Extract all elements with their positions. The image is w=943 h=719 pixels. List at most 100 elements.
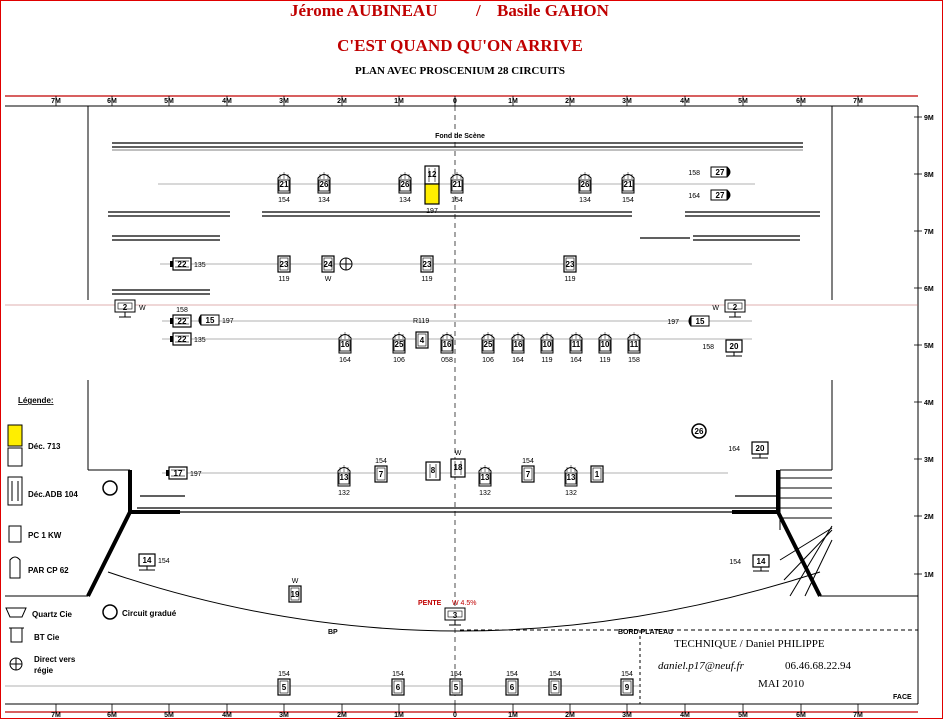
legend: Légende: Déc. 713 Déc.ADB 104 PC 1 KW PA…: [5, 257, 353, 675]
fixture-circuit-marker: 26: [691, 423, 707, 439]
fixture-luminaire: 20 164: [728, 441, 769, 459]
circuit-number: 7: [526, 470, 531, 479]
gel-label: 197: [426, 208, 438, 215]
circuit-number: 22: [178, 335, 187, 344]
circuit-number: 7: [379, 470, 384, 479]
ruler-bottom-label: 1M: [508, 712, 518, 719]
fixture-luminaire: 1: [590, 465, 604, 483]
gel-label: 158: [688, 170, 700, 177]
circuit-gradue-marker: [102, 480, 118, 496]
fixture-luminaire: 22 135: [170, 332, 206, 346]
fixture-luminaire: 7 154: [374, 458, 388, 483]
legend-par-label: PAR CP 62: [28, 566, 69, 575]
r119-label: R119: [413, 318, 429, 325]
circuit-number: 6: [510, 683, 515, 692]
fixture-luminaire: 26 134: [317, 172, 331, 204]
gel-label: W: [455, 450, 462, 457]
circuit-number: 15: [696, 317, 705, 326]
circuit-number: 5: [553, 683, 558, 692]
authors-separator: /: [476, 1, 481, 20]
gel-label: 132: [565, 490, 577, 497]
fixture-luminaire: 197: [424, 183, 440, 215]
gel-label: 135: [194, 337, 206, 344]
circuit-number: 2: [123, 303, 128, 312]
gel-label: 164: [512, 357, 524, 364]
bp-label: BP: [328, 629, 338, 636]
legend-dec713-label: Déc. 713: [28, 442, 61, 451]
circuit-number: 20: [756, 444, 765, 453]
circuit-number: 5: [282, 683, 287, 692]
ruler-top-label: 7M: [853, 98, 863, 105]
gel-label: 158: [628, 357, 640, 364]
gel-label: 164: [728, 446, 740, 453]
gel-label: 106: [482, 357, 494, 364]
fixture-luminaire: 8: [425, 461, 441, 481]
fixture-luminaire: 18 W: [450, 450, 466, 478]
legend-bt-icon: [10, 627, 23, 643]
gel-label: 154: [622, 197, 634, 204]
gel-label: 154: [375, 458, 387, 465]
fixture-luminaire: 24W: [321, 255, 335, 283]
circuit-number: 16: [514, 340, 523, 349]
legend-direct-label-1: Direct vers: [34, 655, 76, 664]
circuit-number: 5: [454, 683, 459, 692]
legend-adb-label: Déc.ADB 104: [28, 490, 78, 499]
ruler-top-label: 2M: [337, 98, 347, 105]
gel-label: 164: [339, 357, 351, 364]
ruler-right-label: 6M: [924, 286, 934, 293]
fixture-luminaire: 16 164: [511, 332, 525, 364]
circuit-number: 8: [431, 466, 436, 475]
gel-label: 135: [194, 262, 206, 269]
face-label: FACE: [893, 694, 912, 701]
circuit-number: 26: [695, 427, 704, 436]
ruler-top-label: 4M: [222, 98, 232, 105]
circuit-number: 10: [543, 340, 552, 349]
circuit-number: 16: [443, 340, 452, 349]
circuit-number: 18: [454, 463, 463, 472]
ruler-top-label: 6M: [796, 98, 806, 105]
ruler-bottom-label: 2M: [337, 712, 347, 719]
gel-label: 154: [549, 671, 561, 678]
ruler-bottom-label: 5M: [738, 712, 748, 719]
technique-phone: 06.46.68.22.94: [785, 660, 851, 672]
circuit-number: 11: [630, 340, 639, 349]
circuit-number: 6: [396, 683, 401, 692]
legend-adb-icon: [7, 476, 23, 506]
circuit-number: 23: [280, 260, 289, 269]
fixture-luminaire: 11 158: [627, 332, 641, 364]
technique-email: daniel.p17@neuf.fr: [658, 660, 744, 672]
gel-label: 158: [176, 307, 188, 314]
ruler-top-label: 1M: [394, 98, 404, 105]
ruler-top-label: 7M: [51, 98, 61, 105]
circuit-number: 26: [320, 180, 329, 189]
authors-left: Jérome AUBINEAU: [290, 1, 438, 20]
circuit-number: 26: [581, 180, 590, 189]
gel-label: 197: [222, 318, 234, 325]
gel-label: W: [325, 276, 332, 283]
bord-plateau-label: BORD PLATEAU: [618, 629, 673, 636]
circuit-number: 27: [716, 191, 725, 200]
title-block: Jérome AUBINEAU / Basile GAHON C'EST QUA…: [0, 0, 943, 92]
ruler-bottom-label: 3M: [279, 712, 289, 719]
ruler-bottom-label: 3M: [622, 712, 632, 719]
gel-label: 134: [318, 197, 330, 204]
circuit-number: 21: [453, 180, 462, 189]
circuit-number: 11: [572, 340, 581, 349]
ruler-bottom-label: 4M: [680, 712, 690, 719]
lighting-pipes: [5, 183, 918, 687]
circuit-number: 2: [733, 303, 738, 312]
gel-label: 197: [667, 319, 679, 326]
legend-circuit-gradue-label: Circuit gradué: [122, 609, 177, 618]
gel-label: 154: [621, 671, 633, 678]
